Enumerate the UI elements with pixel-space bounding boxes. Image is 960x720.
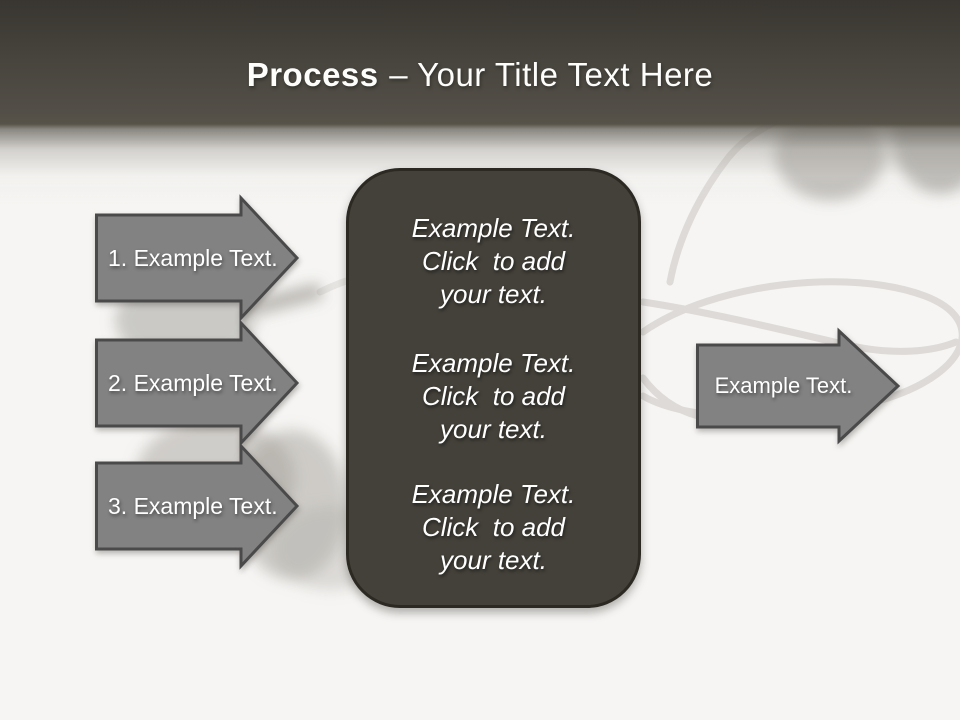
- text-line: Click to add: [421, 246, 566, 276]
- right-arrow-shape-icon: [95, 442, 300, 570]
- text-line: Click to add: [421, 512, 566, 542]
- right-arrow-shape-icon: [696, 327, 901, 445]
- process-step-arrow-2[interactable]: 2. Example Text.: [95, 319, 300, 447]
- process-detail-box[interactable]: Example Text. Click to add your text. Ex…: [346, 168, 641, 608]
- output-arrow[interactable]: Example Text.: [696, 327, 901, 445]
- step-2-label: 2. Example Text.: [108, 369, 278, 396]
- right-arrow-shape-icon: [95, 319, 300, 447]
- title-emphasis: Process: [246, 55, 379, 93]
- text-line: your text.: [440, 414, 547, 444]
- process-step-arrow-1[interactable]: 1. Example Text.: [95, 194, 300, 322]
- title-rest: – Your Title Text Here: [389, 55, 714, 93]
- text-line: Click to add: [421, 381, 566, 411]
- step-1-label: 1. Example Text.: [108, 244, 278, 271]
- text-line: Example Text.: [411, 479, 576, 509]
- placeholder-text-block-3[interactable]: Example Text. Click to add your text.: [349, 478, 638, 577]
- slide-title[interactable]: Process – Your Title Text Here: [0, 12, 960, 137]
- text-line: Example Text.: [411, 213, 576, 243]
- output-arrow-label: Example Text.: [714, 373, 853, 398]
- process-step-arrow-3[interactable]: 3. Example Text.: [95, 442, 300, 570]
- placeholder-text-block-1[interactable]: Example Text. Click to add your text.: [349, 212, 638, 311]
- right-arrow-shape-icon: [95, 194, 300, 322]
- text-line: your text.: [440, 279, 547, 309]
- step-3-label: 3. Example Text.: [108, 492, 278, 519]
- text-line: your text.: [440, 545, 547, 575]
- placeholder-text-block-2[interactable]: Example Text. Click to add your text.: [349, 347, 638, 446]
- text-line: Example Text.: [411, 348, 576, 378]
